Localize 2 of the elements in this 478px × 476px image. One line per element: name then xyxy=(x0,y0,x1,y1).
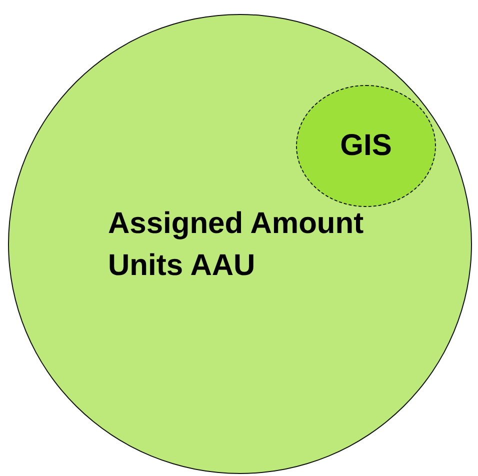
ellipse-label: GIS xyxy=(340,129,392,163)
circle-label: Assigned Amount Units AAU xyxy=(108,206,365,284)
